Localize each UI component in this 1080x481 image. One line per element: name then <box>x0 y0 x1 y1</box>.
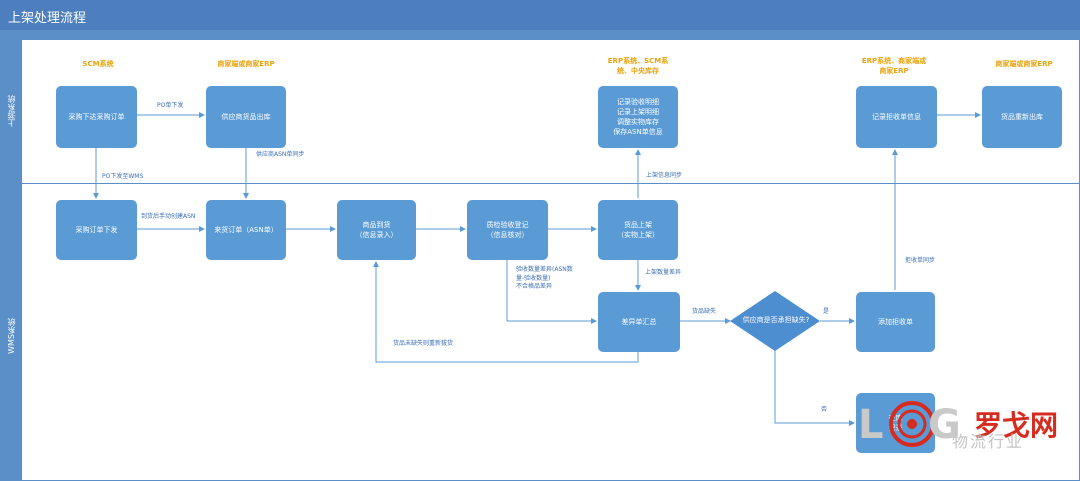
header-band <box>0 30 1080 40</box>
edge-label-no: 否 <box>821 406 828 413</box>
edge-reship <box>373 261 639 363</box>
watermark-letter-l: L <box>858 402 884 448</box>
edge-label-qc-diff: 验收数量差异(ASN数 量-验收数量) 不合格品差异 <box>516 266 573 291</box>
edge-qc-diff <box>506 260 597 324</box>
node-goods-reout: 货品重新出库 <box>982 86 1062 148</box>
edge-label-asn-sync: 供应商ASN单同步 <box>256 151 305 158</box>
decision-diamond <box>730 291 820 351</box>
system-label-erp-merchant: ERP系统、商家端或 商家ERP <box>861 57 927 75</box>
decision-label: 供应商是否承担缺失? <box>742 316 810 324</box>
edge-label-putaway-sync: 上架信息同步 <box>646 172 683 179</box>
title-bar: 上架处理流程 <box>0 0 1080 30</box>
page-title: 上架处理流程 <box>8 11 87 26</box>
edge-no <box>774 350 855 426</box>
node-goods-receive: 商品到货 （信息录入） <box>337 200 416 260</box>
edge-label-reject-sync: 拒收单同步 <box>905 257 936 264</box>
node-purchase-order: 采购下达采购订单 <box>56 86 137 148</box>
edge-label-yes: 是 <box>823 308 830 315</box>
node-po-issued: 采购订单下发 <box>56 200 137 260</box>
lane-divider <box>22 183 1080 184</box>
edge-label-putaway-diff: 上架数量差异 <box>645 269 682 276</box>
node-record-reject: 记录拒收单信息 <box>856 86 937 148</box>
watermark-rings-icon <box>889 401 935 447</box>
watermark-letter-g: G <box>928 402 961 448</box>
watermark-brand: 罗戈网 <box>974 409 1059 442</box>
edge-label-reship: 货品未缺失则重新拔货 <box>393 340 454 347</box>
system-label-merchant-erp: 商家端或商家ERP <box>217 60 275 68</box>
system-label-scm: SCM系统 <box>82 60 114 68</box>
node-add-reject: 添加拒收单 <box>856 292 935 352</box>
system-label-erp-scm-central: ERP系统、SCM系 统、中央库存 <box>607 57 669 75</box>
edge-label-goods-missing: 货品缺失 <box>692 308 717 315</box>
node-supplier-outbound: 供应商货品出库 <box>206 86 286 148</box>
node-qc-register: 质检验收登记 （信息核对） <box>467 200 548 260</box>
node-diff-summary: 差异单汇总 <box>598 292 680 352</box>
watermark-logo: L G 罗戈网 物流行业 <box>858 398 1080 458</box>
node-record-inbound: 记录验收明细 记录上架明细 调整实物库存 保存ASN单信息 <box>598 86 678 148</box>
edge-label-manual-asn: 到货后手动创建ASN <box>141 213 196 220</box>
node-arrival-order: 来货订单（ASN单） <box>206 200 286 260</box>
watermark-subtitle: 物流行业 <box>952 432 1025 451</box>
edge-label-po-to-wms: PO下发至WMS <box>102 173 144 180</box>
lane-strip <box>0 40 22 481</box>
node-putaway: 货品上架 （实物上架） <box>598 200 678 260</box>
edge-label-po-issue: PO单下发 <box>157 102 184 109</box>
system-label-merchant-erp-2: 商家端或商家ERP <box>995 60 1053 68</box>
